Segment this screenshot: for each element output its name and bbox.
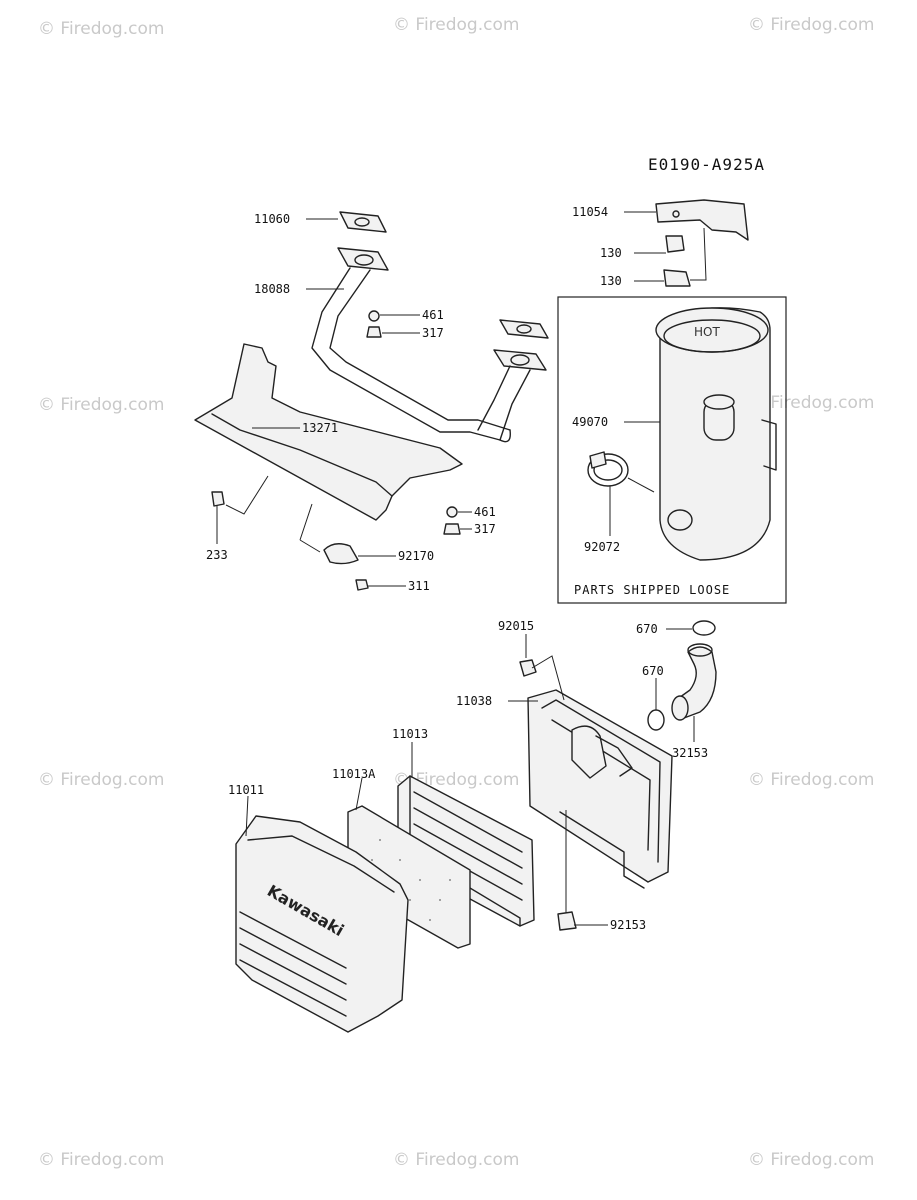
watermark: © Firedog.com	[38, 395, 164, 415]
nut-461	[446, 506, 458, 518]
watermark: © Firedog.com	[748, 393, 874, 413]
part-label: 18088	[254, 282, 290, 296]
part-label: 233	[206, 548, 228, 562]
collar-317	[366, 326, 382, 338]
part-label: 11013	[392, 727, 428, 741]
part-label: 13271	[302, 421, 338, 435]
bracket-11054	[655, 199, 749, 241]
part-label: 461	[422, 308, 444, 322]
loose-parts-caption: PARTS SHIPPED LOOSE	[574, 583, 730, 597]
clamp-92072	[587, 453, 629, 487]
watermark: © Firedog.com	[38, 770, 164, 790]
exhaust-pipe-assembly	[194, 211, 549, 591]
part-label: 130	[600, 274, 622, 288]
part-label: 49070	[572, 415, 608, 429]
diagram-code: E0190-A925A	[648, 155, 765, 174]
part-label: 32153	[672, 746, 708, 760]
air-cleaner-base-11038	[527, 689, 673, 883]
pipe-flange	[337, 247, 389, 271]
part-label: 11060	[254, 212, 290, 226]
part-label: 130	[600, 246, 622, 260]
part-label: 92072	[584, 540, 620, 554]
bracket-group	[655, 199, 749, 287]
part-label: 92170	[398, 549, 434, 563]
clamp-92170	[323, 543, 359, 565]
watermark: © Firedog.com	[393, 1150, 519, 1170]
watermarks: © Firedog.com © Firedog.com © Firedog.co…	[38, 15, 874, 1170]
watermark: © Firedog.com	[748, 15, 874, 35]
part-label: 461	[474, 505, 496, 519]
part-label: 11013A	[332, 767, 376, 781]
part-label: 317	[422, 326, 444, 340]
watermark: © Firedog.com	[748, 770, 874, 790]
part-label: 92015	[498, 619, 534, 633]
bolt-130	[663, 269, 691, 287]
gasket-11060	[339, 211, 387, 233]
exhaust-pipe-18088	[311, 267, 511, 441]
watermark: © Firedog.com	[38, 19, 164, 39]
watermark: © Firedog.com	[393, 15, 519, 35]
o-ring-670	[692, 620, 716, 636]
o-ring-670	[647, 709, 665, 731]
bolt-233	[211, 491, 225, 507]
part-label: 670	[636, 622, 658, 636]
air-cleaner-assembly: Kawasaki	[235, 620, 717, 1033]
part-label: 317	[474, 522, 496, 536]
part-label: 92153	[610, 918, 646, 932]
screw-311	[355, 579, 369, 591]
muffler-hot-decal-icon: HOT	[694, 325, 720, 339]
bolt-92153	[557, 911, 577, 931]
part-label: 670	[642, 664, 664, 678]
loose-parts-frame	[557, 296, 787, 604]
air-cleaner-cover-11011	[235, 815, 409, 1033]
part-label: 311	[408, 579, 430, 593]
part-label: 11054	[572, 205, 608, 219]
nut-461	[368, 310, 380, 322]
part-label: 11011	[228, 783, 264, 797]
nut-92015	[519, 659, 537, 677]
bolt-130	[665, 235, 685, 253]
watermark: © Firedog.com	[38, 1150, 164, 1170]
part-label: 11038	[456, 694, 492, 708]
callouts: 11060 18088 461 317 13271 233 461 317 92…	[206, 205, 730, 932]
heat-shield-13271	[194, 343, 463, 521]
watermark: © Firedog.com	[748, 1150, 874, 1170]
collar-317	[443, 523, 461, 535]
loose-parts-box: HOT	[557, 296, 787, 604]
